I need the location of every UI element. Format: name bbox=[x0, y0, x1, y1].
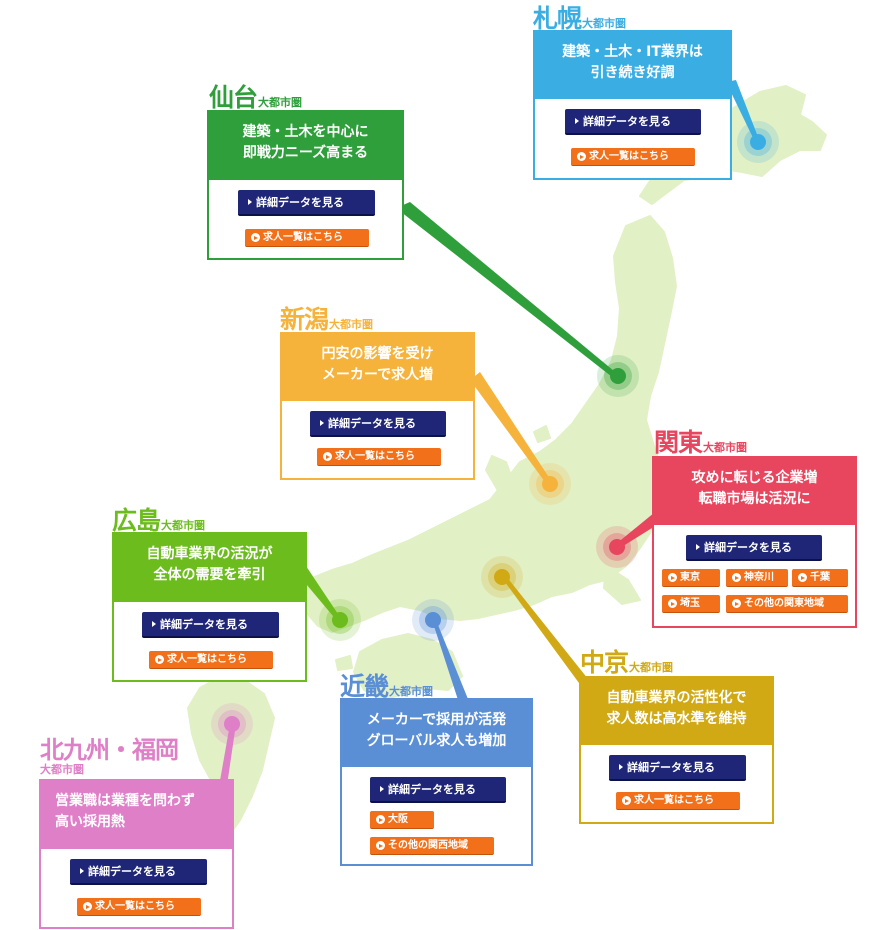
kitakyushu-card: 営業職は業種を問わず 高い採用熱 詳細データを見る 求人一覧はこちら bbox=[39, 779, 234, 929]
sendai-jobs-button[interactable]: 求人一覧はこちら bbox=[245, 229, 369, 247]
kanto-detail-button[interactable]: 詳細データを見る bbox=[686, 535, 822, 561]
kinki-title: 近畿大都市圏 bbox=[340, 674, 433, 699]
kanto-suffix: 大都市圏 bbox=[703, 441, 748, 454]
chukyo-title: 中京大都市圏 bbox=[580, 650, 673, 675]
kinki-suffix: 大都市圏 bbox=[389, 685, 434, 698]
kanto-link-saitama[interactable]: 埼玉 bbox=[662, 595, 720, 613]
kanto-marker bbox=[596, 526, 638, 568]
kitakyushu-jobs-button[interactable]: 求人一覧はこちら bbox=[77, 898, 201, 916]
hiroshima-title: 広島大都市圏 bbox=[112, 508, 205, 533]
kitakyushu-title: 北九州・福岡 大都市圏 bbox=[40, 736, 179, 776]
kanto-link-kanagawa[interactable]: 神奈川 bbox=[726, 569, 788, 587]
kanto-description: 攻めに転じる企業増 転職市場は活況に bbox=[654, 458, 855, 525]
chukyo-suffix: 大都市圏 bbox=[629, 661, 674, 674]
niigata-title: 新潟大都市圏 bbox=[280, 307, 373, 332]
kinki-link-other[interactable]: その他の関西地域 bbox=[370, 837, 494, 855]
sapporo-card: 建築・土木・IT業界は 引き続き好調 詳細データを見る 求人一覧はこちら bbox=[533, 30, 732, 180]
kinki-description: メーカーで採用が活発 グローバル求人も増加 bbox=[342, 700, 531, 767]
kitakyushu-name: 北九州・福岡 bbox=[40, 736, 179, 764]
sendai-title: 仙台大都市圏 bbox=[209, 85, 302, 110]
niigata-jobs-button[interactable]: 求人一覧はこちら bbox=[317, 448, 441, 466]
chukyo-name: 中京 bbox=[580, 648, 629, 677]
hiroshima-description: 自動車業界の活況が 全体の需要を牽引 bbox=[114, 534, 305, 602]
sapporo-leader bbox=[726, 80, 760, 144]
sendai-suffix: 大都市圏 bbox=[258, 96, 303, 109]
chukyo-jobs-button[interactable]: 求人一覧はこちら bbox=[616, 792, 740, 810]
kanto-title: 関東大都市圏 bbox=[654, 430, 747, 455]
niigata-name: 新潟 bbox=[280, 305, 329, 334]
kinki-marker bbox=[412, 599, 454, 641]
sapporo-title: 札幌大都市圏 bbox=[533, 6, 626, 31]
chukyo-description: 自動車業界の活性化で 求人数は高水準を維持 bbox=[581, 678, 772, 745]
niigata-card: 円安の影響を受け メーカーで求人増 詳細データを見る 求人一覧はこちら bbox=[280, 332, 475, 480]
kanto-card: 攻めに転じる企業増 転職市場は活況に 詳細データを見る 東京 神奈川 千葉 埼玉… bbox=[652, 456, 857, 628]
hiroshima-detail-button[interactable]: 詳細データを見る bbox=[142, 612, 279, 638]
sendai-marker bbox=[597, 355, 639, 397]
kinki-detail-button[interactable]: 詳細データを見る bbox=[370, 777, 506, 803]
kinki-name: 近畿 bbox=[340, 672, 389, 701]
kitakyushu-suffix: 大都市圏 bbox=[40, 763, 84, 776]
sapporo-detail-button[interactable]: 詳細データを見る bbox=[565, 109, 701, 135]
chukyo-card: 自動車業界の活性化で 求人数は高水準を維持 詳細データを見る 求人一覧はこちら bbox=[579, 676, 774, 824]
hiroshima-marker bbox=[319, 599, 361, 641]
kitakyushu-detail-button[interactable]: 詳細データを見る bbox=[70, 859, 207, 885]
kanto-link-tokyo[interactable]: 東京 bbox=[662, 569, 720, 587]
kitakyushu-marker bbox=[211, 703, 253, 745]
chukyo-leader bbox=[502, 576, 600, 698]
kinki-card: メーカーで採用が活発 グローバル求人も増加 詳細データを見る 大阪 その他の関西… bbox=[340, 698, 533, 866]
sapporo-marker bbox=[737, 121, 779, 163]
hiroshima-card: 自動車業界の活況が 全体の需要を牽引 詳細データを見る 求人一覧はこちら bbox=[112, 532, 307, 682]
kinki-link-osaka[interactable]: 大阪 bbox=[370, 811, 434, 829]
chukyo-detail-button[interactable]: 詳細データを見る bbox=[609, 755, 746, 781]
hiroshima-leader bbox=[296, 566, 342, 622]
kinki-leader bbox=[432, 620, 470, 706]
chukyo-marker bbox=[481, 556, 523, 598]
niigata-marker bbox=[529, 463, 571, 505]
niigata-leader bbox=[470, 372, 552, 486]
kitakyushu-description: 営業職は業種を問わず 高い採用熱 bbox=[41, 781, 232, 849]
niigata-description: 円安の影響を受け メーカーで求人増 bbox=[282, 334, 473, 401]
sendai-detail-button[interactable]: 詳細データを見る bbox=[238, 190, 375, 216]
hiroshima-suffix: 大都市圏 bbox=[161, 519, 206, 532]
kanto-link-chiba[interactable]: 千葉 bbox=[792, 569, 848, 587]
sendai-leader bbox=[396, 202, 620, 380]
sapporo-name: 札幌 bbox=[533, 4, 582, 33]
hiroshima-jobs-button[interactable]: 求人一覧はこちら bbox=[149, 651, 273, 669]
sendai-name: 仙台 bbox=[209, 83, 258, 112]
sendai-description: 建築・土木を中心に 即戦力ニーズ高まる bbox=[209, 112, 402, 180]
kitakyushu-leader bbox=[218, 724, 236, 792]
kanto-name: 関東 bbox=[654, 428, 703, 457]
map-markers bbox=[211, 121, 779, 745]
sendai-card: 建築・土木を中心に 即戦力ニーズ高まる 詳細データを見る 求人一覧はこちら bbox=[207, 110, 404, 260]
sapporo-jobs-button[interactable]: 求人一覧はこちら bbox=[571, 148, 695, 166]
niigata-detail-button[interactable]: 詳細データを見る bbox=[310, 411, 446, 437]
niigata-suffix: 大都市圏 bbox=[329, 318, 374, 331]
sapporo-suffix: 大都市圏 bbox=[582, 17, 627, 30]
sapporo-description: 建築・土木・IT業界は 引き続き好調 bbox=[535, 32, 730, 99]
hiroshima-name: 広島 bbox=[112, 506, 161, 535]
kanto-link-other[interactable]: その他の関東地域 bbox=[726, 595, 848, 613]
